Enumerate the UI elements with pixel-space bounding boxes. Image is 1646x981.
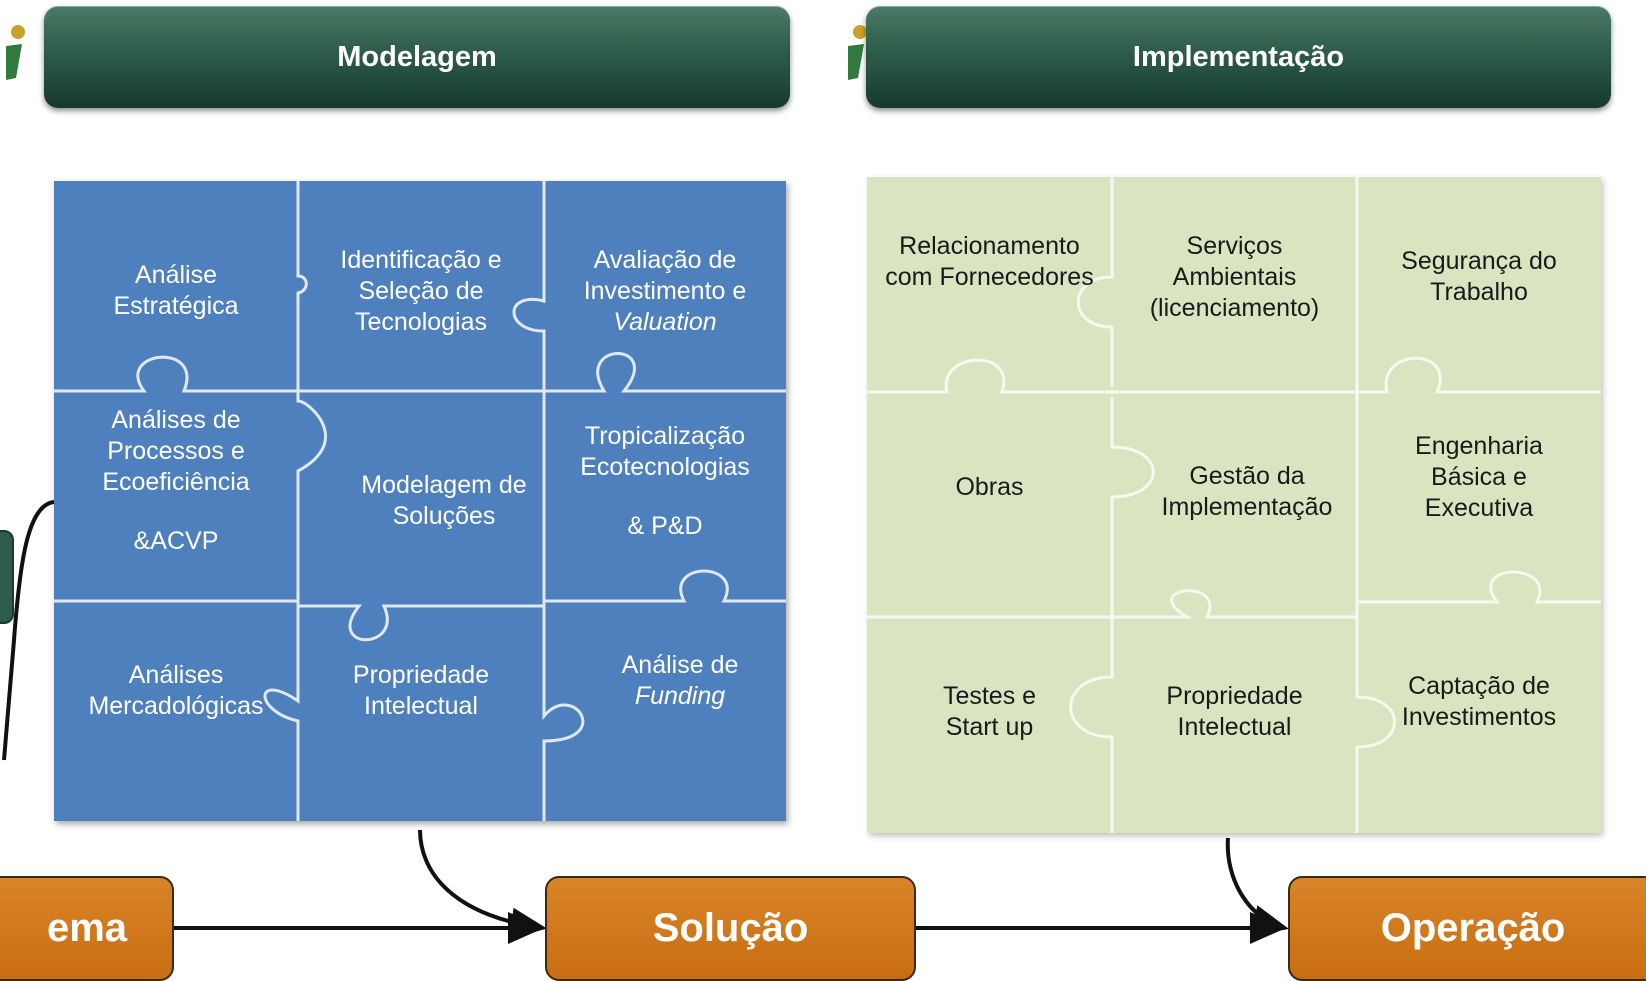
header-implementacao: Implementação (866, 6, 1611, 108)
cell-analises-mercadologicas: Análises Mercadológicas (88, 661, 264, 720)
puzzle-seams (867, 177, 1601, 833)
info-icon (848, 25, 867, 80)
cell-servicos-ambientais: Serviços Ambientais (licenciamento) (1149, 231, 1320, 322)
cell-identificacao-tecnologias: Identificação e Seleção de Tecnologias (340, 245, 502, 336)
stage-operacao: Operação (1288, 876, 1646, 981)
cell-analise-estrategica: Análise Estratégica (113, 261, 239, 320)
header-modelagem: Modelagem (44, 6, 790, 108)
header-implementacao-label: Implementação (1132, 40, 1345, 73)
cell-engenharia-basica: Engenharia Básica e Executiva (1415, 431, 1543, 522)
stage-problema: ema (0, 876, 174, 981)
cell-gestao-implementacao: Gestão da Implementação (1161, 462, 1333, 521)
cell-testes-startup: Testes e Start up (942, 682, 1037, 741)
cell-analise-funding: Análise de Funding (621, 651, 739, 710)
problema-header-fragment (0, 530, 14, 624)
puzzle-seams (54, 181, 786, 821)
cell-relacionamento-fornecedores: Relacionamento com Fornecedores (885, 232, 1094, 291)
cell-analises-processos: Análises de Processos e Ecoeficiência &A… (102, 406, 250, 555)
stage-solucao: Solução (545, 876, 916, 981)
cell-seguranca-trabalho: Segurança do Trabalho (1401, 247, 1557, 306)
info-icon (6, 25, 25, 80)
cell-modelagem-solucoes: Modelagem de Soluções (361, 471, 527, 530)
header-modelagem-label: Modelagem (337, 40, 497, 73)
cell-captacao-investimentos: Captação de Investimentos (1401, 672, 1557, 731)
implementacao-puzzle: Relacionamento com Fornecedores Serviços… (867, 177, 1601, 833)
cell-obras: Obras (955, 472, 1024, 501)
cell-propriedade-intelectual: Propriedade Intelectual (352, 661, 490, 720)
modelagem-puzzle: Análise Estratégica Identificação e Sele… (54, 181, 786, 821)
cell-tropicalizacao: Tropicalização Ecotecnologias & P&D (580, 421, 750, 540)
cell-propriedade-intelectual-impl: Propriedade Intelectual (1166, 682, 1303, 741)
cell-avaliacao-investimento: Avaliação de Investimento e Valuation (583, 245, 747, 336)
